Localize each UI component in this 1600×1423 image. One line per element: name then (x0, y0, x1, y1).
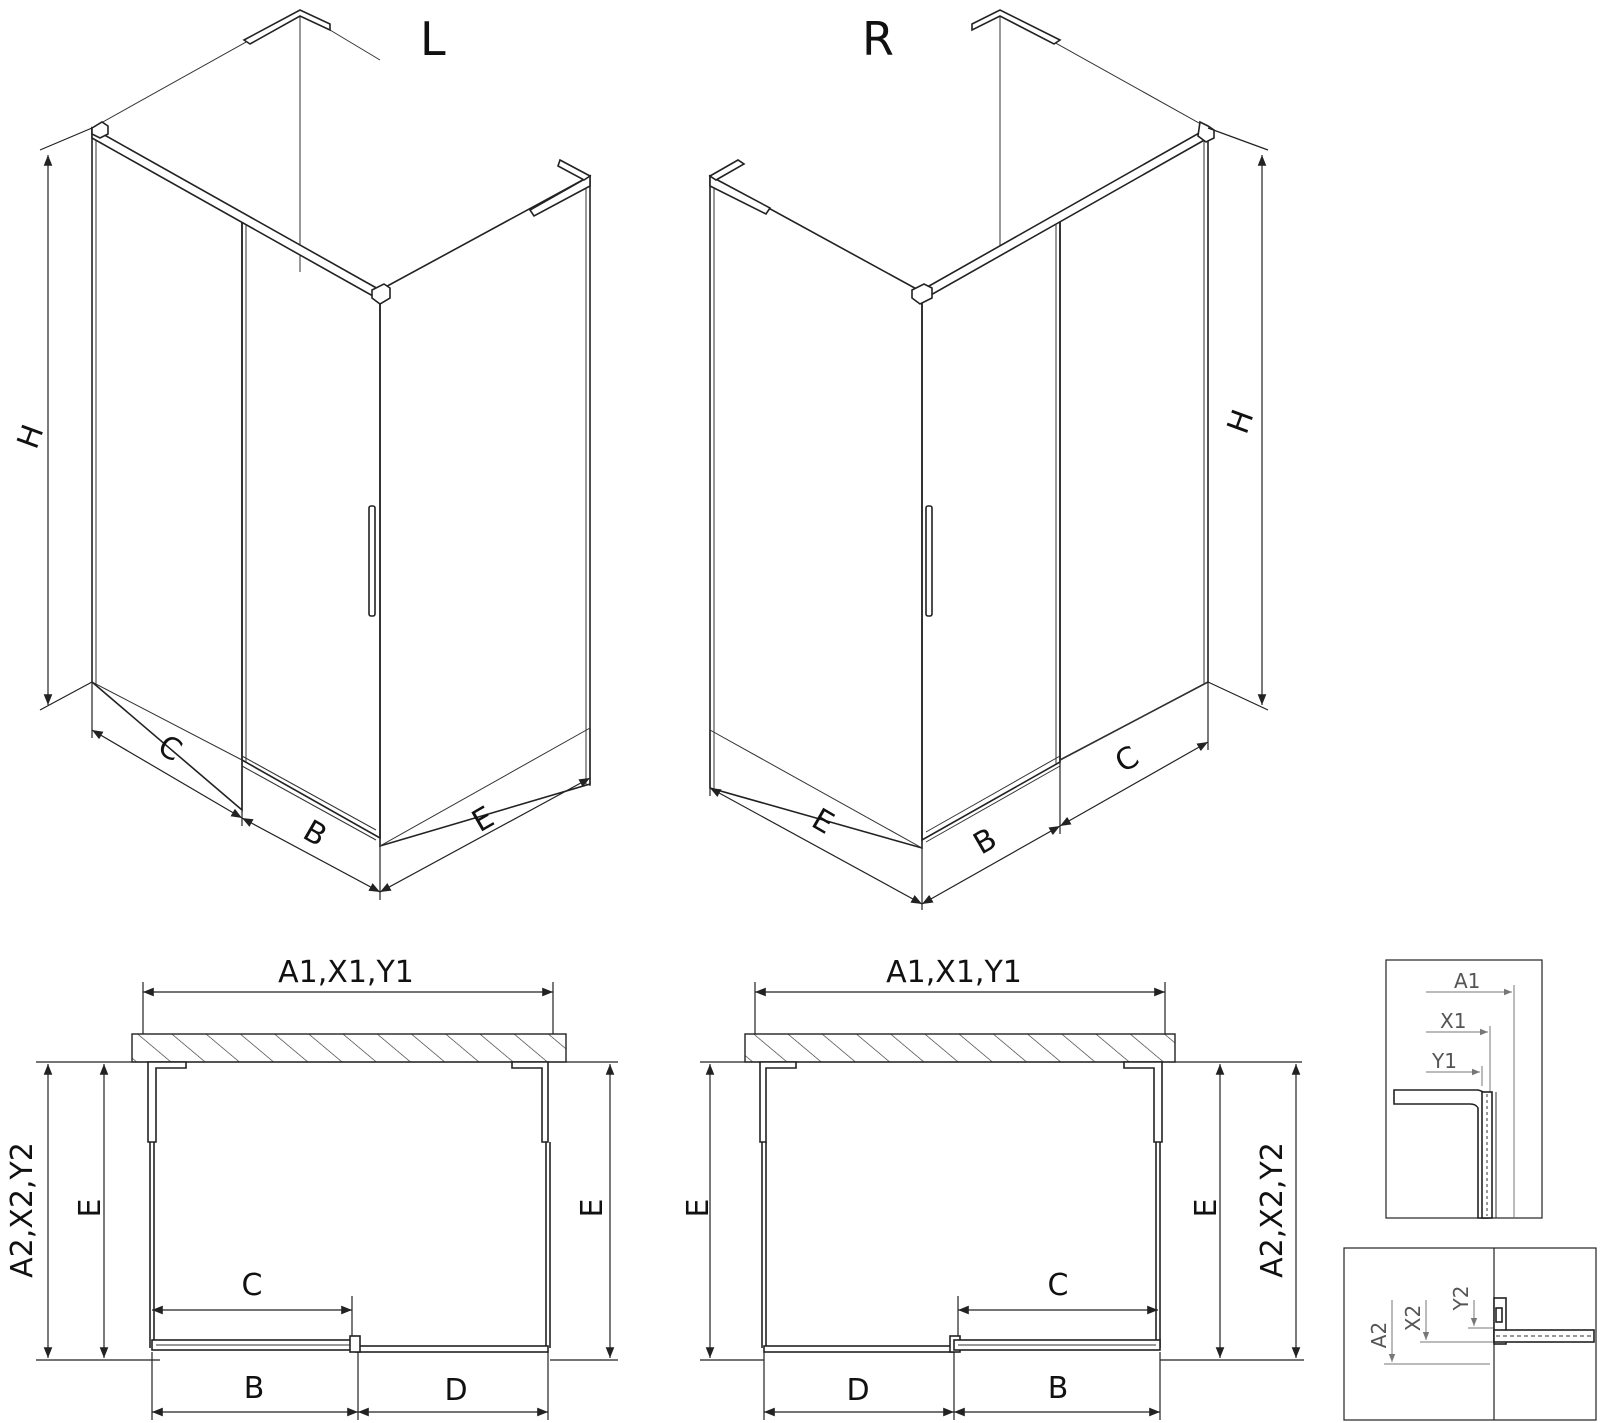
plan-view-right: A1,X1,Y1 E E A2,X2,Y2 C D (681, 955, 1304, 1420)
detail-x1-label: X1 (1440, 1009, 1466, 1033)
detail-box-bottom: A2 X2 Y2 (1343, 1247, 1597, 1421)
width-total-label-left: A1,X1,Y1 (278, 955, 414, 990)
detail-box-top: A1 X1 Y1 (1385, 959, 1543, 1219)
height-label-right: H (1221, 405, 1262, 438)
variant-label-right: R (862, 12, 894, 66)
dim-b-label-plan-left: B (244, 1371, 265, 1406)
dim-e-label-plan-left-b: E (575, 1199, 610, 1218)
depth-total-label-left: A2,X2,Y2 (5, 1142, 40, 1278)
height-label-left: H (11, 420, 52, 453)
iso-view-right: R H E B (708, 9, 1269, 910)
dim-c-label-plan-right: C (1048, 1268, 1069, 1303)
dim-c-label-right: C (1109, 739, 1145, 780)
dim-e-label-plan-right-b: E (1189, 1199, 1224, 1218)
plan-view-left: A1,X1,Y1 A2,X2,Y2 E E C (5, 955, 618, 1420)
dim-e-label-plan-right-a: E (681, 1199, 716, 1218)
width-total-label-right: A1,X1,Y1 (886, 955, 1022, 990)
detail-a1-label: A1 (1454, 969, 1480, 993)
dim-d-label-plan-right: D (846, 1373, 869, 1408)
dim-e-label-right: E (806, 802, 840, 842)
detail-y2-label: Y2 (1449, 1286, 1473, 1312)
detail-a2-label: A2 (1367, 1322, 1391, 1348)
dim-b-label-plan-right: B (1048, 1371, 1069, 1406)
iso-view-left: L H C (11, 9, 592, 900)
detail-x2-label: X2 (1401, 1305, 1425, 1331)
dim-e-label-plan-left-a: E (73, 1199, 108, 1218)
dim-c-label-plan-left: C (242, 1268, 263, 1303)
dim-b-label-left: B (297, 813, 332, 854)
dim-d-label-plan-left: D (444, 1373, 467, 1408)
depth-total-label-right: A2,X2,Y2 (1255, 1142, 1290, 1278)
dim-c-label-left: C (152, 728, 188, 769)
variant-label-left: L (420, 12, 446, 66)
detail-y1-label: Y1 (1431, 1049, 1457, 1073)
dim-e-label-left: E (466, 800, 500, 840)
dim-b-label-right: B (968, 821, 1003, 862)
